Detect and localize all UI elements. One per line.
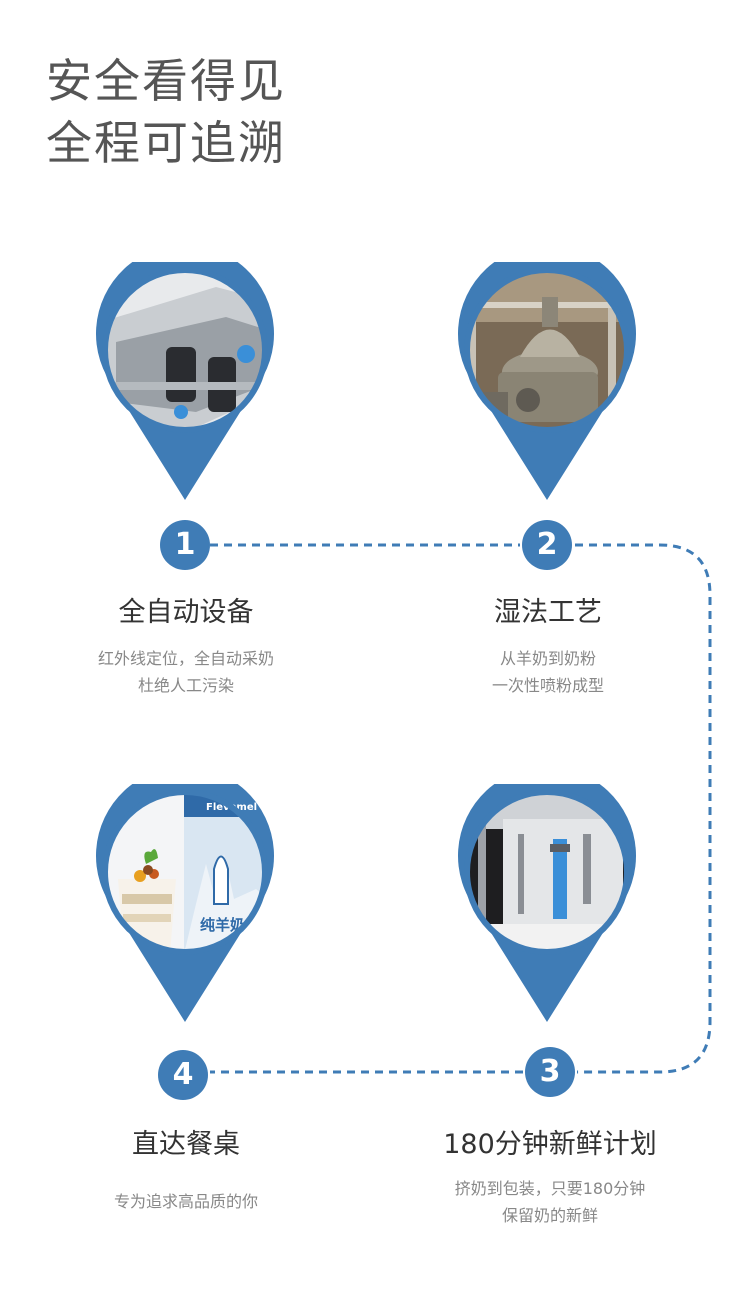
step-4-pin: Flevomel 纯羊奶 — [96, 784, 274, 1024]
step-2-number: 2 — [522, 520, 572, 570]
step-4-description-line: 专为追求高品质的你 — [113, 1192, 258, 1211]
step-1-pin — [96, 262, 274, 502]
step-3-pin — [458, 784, 636, 1024]
step-2-title: 湿法工艺 — [494, 597, 602, 628]
step-1-description: 红外线定位，全自动采奶 杜绝人工污染 — [36, 645, 336, 699]
product-box-name: 纯羊奶 — [200, 916, 245, 934]
step-1-description-line: 杜绝人工污染 — [137, 676, 234, 695]
step-3-description: 挤奶到包装，只要180分钟 保留奶的新鲜 — [400, 1175, 700, 1229]
step-1-number: 1 — [160, 520, 210, 570]
step-3-number: 3 — [525, 1047, 575, 1097]
automatic-milking-equipment-photo — [105, 270, 265, 430]
step-1-description-line: 红外线定位，全自动采奶 — [97, 649, 274, 668]
step-4-description: 专为追求高品质的你 — [36, 1188, 336, 1215]
step-3-description-line: 保留奶的新鲜 — [501, 1206, 598, 1225]
milk-separator-machine-photo — [467, 270, 627, 430]
step-2-pin — [458, 262, 636, 502]
headline-line-1: 安全看得见 — [46, 54, 286, 108]
step-4-number: 4 — [158, 1050, 208, 1100]
step-2-description: 从羊奶到奶粉 一次性喷粉成型 — [398, 645, 698, 699]
step-3-title: 180分钟新鲜计划 — [443, 1129, 657, 1160]
step-4-title: 直达餐桌 — [132, 1129, 240, 1160]
step-2-description-line: 从羊奶到奶粉 — [499, 649, 596, 668]
step-3-description-line: 挤奶到包装，只要180分钟 — [454, 1179, 646, 1198]
headline-line-2: 全程可追溯 — [46, 116, 286, 170]
headline: 安全看得见 全程可追溯 — [46, 50, 286, 174]
step-2-description-line: 一次性喷粉成型 — [491, 676, 604, 695]
step-1-title: 全自动设备 — [118, 597, 254, 628]
